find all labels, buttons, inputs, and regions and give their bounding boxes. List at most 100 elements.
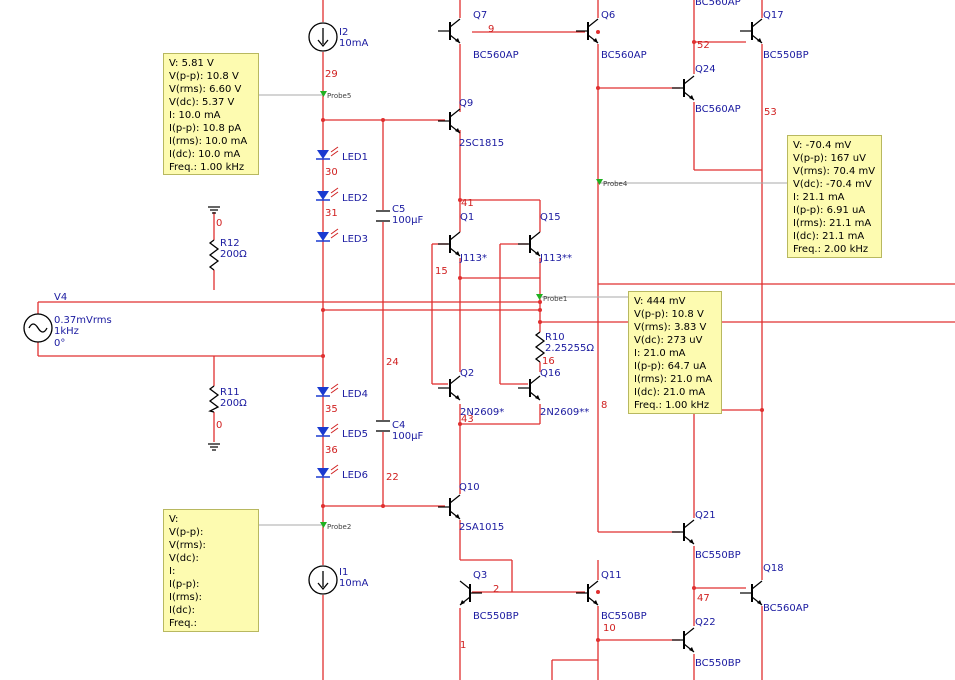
transistor-labels: Q7 BC560AP Q6 BC560AP BC560AP Q17 BC550B… xyxy=(459,0,809,669)
transistor-q15 xyxy=(518,231,541,257)
q9-part: 2SC1815 xyxy=(459,138,504,149)
transistor-q6 xyxy=(576,18,599,44)
resistor-r12: R12 200Ω xyxy=(208,238,247,271)
led-label: LED2 xyxy=(342,193,368,204)
probe1-row: V(dc): 273 uV xyxy=(634,335,703,346)
probe4-row: I: 21.1 mA xyxy=(793,192,845,203)
led-symbol xyxy=(317,387,329,396)
wires xyxy=(37,0,955,680)
q16-part: 2N2609** xyxy=(540,407,589,418)
q11-ref: Q11 xyxy=(601,570,622,581)
q11-part: BC550BP xyxy=(601,611,647,622)
capacitor-c4: C4 100µF xyxy=(376,420,423,442)
q7-part: BC560AP xyxy=(473,50,519,61)
transistor-q22 xyxy=(672,627,695,653)
net-24: 24 xyxy=(386,357,399,368)
probe2-marker xyxy=(320,522,327,528)
q3-ref: Q3 xyxy=(473,570,487,581)
transistor-q1 xyxy=(438,231,461,257)
r11-value: 200Ω xyxy=(220,398,247,409)
probe5-row: V(p-p): 10.8 V xyxy=(169,71,239,82)
net-0a: 0 xyxy=(216,218,222,229)
q18-ref: Q18 xyxy=(763,563,784,574)
probe2-row: I(p-p): xyxy=(169,579,200,590)
c4-ref: C4 xyxy=(392,420,405,431)
c5-value: 100µF xyxy=(392,215,423,226)
i1-value: 10mA xyxy=(339,578,368,589)
probe4-row: I(p-p): 6.91 uA xyxy=(793,205,866,216)
led-symbol xyxy=(317,150,329,159)
q22-ref: Q22 xyxy=(695,617,716,628)
probe2-row: Freq.: xyxy=(169,618,197,629)
q2-ref: Q2 xyxy=(460,368,474,379)
probe2-row: I(dc): xyxy=(169,605,195,616)
q7-ref: Q7 xyxy=(473,10,487,21)
q24-ref: Q24 xyxy=(695,64,716,75)
r10-ref: R10 xyxy=(545,332,565,343)
led-5: LED5 xyxy=(316,423,368,440)
i2-ref: I2 xyxy=(339,27,348,38)
led-symbol xyxy=(317,468,329,477)
net-15: 15 xyxy=(435,266,448,277)
transistor-q2 xyxy=(438,375,461,401)
probe1-marker xyxy=(536,294,543,300)
led-label: LED4 xyxy=(342,389,368,400)
transistor-q18 xyxy=(740,580,763,606)
probe1-row: I: 21.0 mA xyxy=(634,348,686,359)
net-22: 22 xyxy=(386,472,399,483)
capacitor-c5: C5 100µF xyxy=(376,204,423,226)
probe-markers: Probe5 Probe4 Probe1 Probe2 xyxy=(320,91,628,531)
led-label: LED3 xyxy=(342,234,368,245)
probe4-row: I(dc): 21.1 mA xyxy=(793,231,865,242)
net-2: 2 xyxy=(493,584,499,595)
transistor-q3 xyxy=(459,580,482,606)
probe2-row: I: xyxy=(169,566,176,577)
transistor-symbols xyxy=(438,18,763,653)
net-41: 41 xyxy=(461,198,474,209)
probe4-row: V(rms): 70.4 mV xyxy=(793,166,876,177)
q18-part: BC560AP xyxy=(763,603,809,614)
probe2-row: I(rms): xyxy=(169,592,203,603)
led-label: LED5 xyxy=(342,429,368,440)
transistor-q21 xyxy=(672,519,695,545)
q15-part: J113** xyxy=(539,253,572,264)
junction-dots xyxy=(321,30,764,642)
voltage-source-v4: V4 0.37mVrms 1kHz 0° xyxy=(23,292,112,349)
led-symbol xyxy=(317,191,329,200)
q22-part: BC550BP xyxy=(695,658,741,669)
r12-value: 200Ω xyxy=(220,249,247,260)
q1-part: J113* xyxy=(459,253,487,264)
probe1-row: I(dc): 21.0 mA xyxy=(634,387,706,398)
r11-ref: R11 xyxy=(220,387,240,398)
net-29: 29 xyxy=(325,69,338,80)
probe5-row: V: 5.81 V xyxy=(169,58,214,69)
led-6: LED6 xyxy=(316,464,368,481)
transistor-q9 xyxy=(438,108,461,134)
net-10: 10 xyxy=(603,623,616,634)
net-36: 36 xyxy=(325,445,338,456)
q16-ref: Q16 xyxy=(540,368,561,379)
q10-part: 2SA1015 xyxy=(459,522,504,533)
probe4-row: I(rms): 21.1 mA xyxy=(793,218,872,229)
net-labels: 9 52 29 53 30 31 0 41 15 24 16 35 0 43 8… xyxy=(216,24,777,651)
probe1-row: I(p-p): 64.7 uA xyxy=(634,361,707,372)
net-0b: 0 xyxy=(216,420,222,431)
v4-phase: 0° xyxy=(54,338,65,349)
probe5-row: V(rms): 6.60 V xyxy=(169,84,242,95)
probe2-readout[interactable]: V:V(p-p):V(rms):V(dc):I:I(p-p):I(rms):I(… xyxy=(163,509,259,632)
probe4-row: V(dc): -70.4 mV xyxy=(793,179,872,190)
led-symbol xyxy=(317,232,329,241)
net-31: 31 xyxy=(325,208,338,219)
probe5-row: I(p-p): 10.8 pA xyxy=(169,123,242,134)
led-4: LED4 xyxy=(316,383,368,400)
net-47: 47 xyxy=(697,593,710,604)
net-52: 52 xyxy=(697,40,710,51)
led-label: LED1 xyxy=(342,152,368,163)
v4-freq: 1kHz xyxy=(54,326,79,337)
q17-part: BC550BP xyxy=(763,50,809,61)
